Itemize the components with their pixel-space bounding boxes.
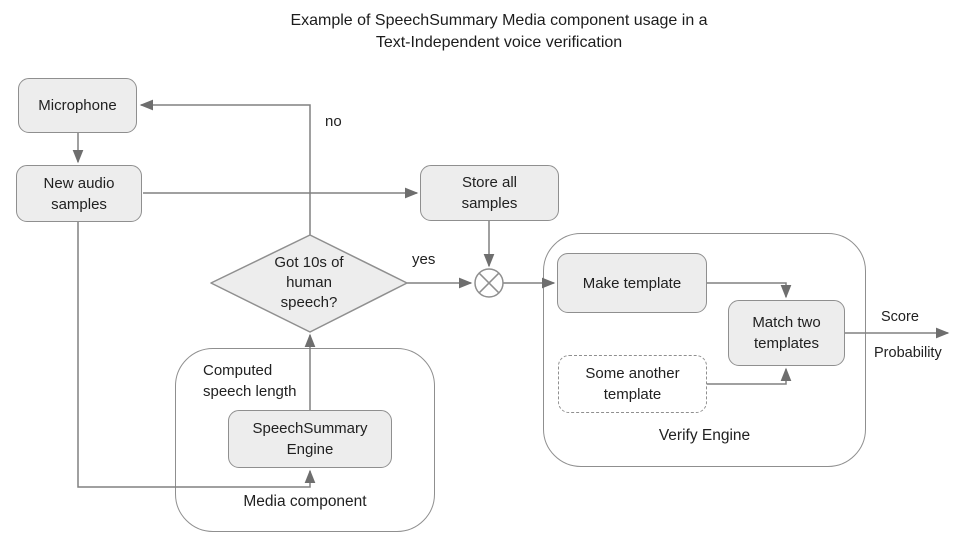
edge-someanother-to-matchtwo [707, 367, 792, 385]
node-some-another-template: Some another template [558, 355, 707, 413]
edge-label-probability: Probability [874, 345, 942, 361]
media-component-group [175, 348, 435, 532]
node-match-two-templates-label: Match two templates [752, 314, 821, 352]
decision-diamond-shape [210, 234, 408, 333]
edge-label-score: Score [881, 309, 919, 325]
node-speechsummary-engine-label: SpeechSummary Engine [252, 420, 368, 458]
diagram-title-line2: Text-Independent voice verification [375, 34, 623, 51]
diagram-title: Example of SpeechSummary Media component… [38, 10, 960, 54]
node-microphone-label: Microphone [38, 97, 117, 114]
diagram-title-line1: Example of SpeechSummary Media component… [290, 12, 708, 29]
node-store-all-samples: Store all samples [420, 165, 559, 221]
edge-label-computed-speech-length: Computed speech length [203, 362, 297, 400]
edge-label-no: no [325, 113, 342, 130]
edge-maketemplate-to-matchtwo [707, 282, 792, 299]
node-new-audio-samples-label: New audio samples [43, 174, 115, 213]
edge-newaudio-to-speechsummary [77, 222, 316, 488]
node-new-audio-samples: New audio samples [16, 165, 142, 222]
node-match-two-templates: Match two templates [728, 300, 845, 366]
decision-diamond-label: Got 10s of human speech? [274, 254, 344, 311]
edge-decision-no-to-microphone [139, 99, 311, 235]
edge-label-yes: yes [412, 251, 436, 268]
node-store-all-samples-label: Store all samples [461, 174, 518, 212]
node-some-another-template-label: Some another template [585, 365, 680, 403]
node-make-template-label: Make template [582, 274, 682, 292]
verify-engine-group [543, 233, 866, 467]
node-make-template: Make template [557, 253, 707, 313]
node-microphone: Microphone [18, 78, 137, 133]
media-component-group-label: Media component [243, 493, 367, 510]
junction-circle-x-icon [474, 268, 504, 298]
verify-engine-group-label: Verify Engine [658, 427, 751, 444]
node-speechsummary-engine: SpeechSummary Engine [228, 410, 392, 468]
